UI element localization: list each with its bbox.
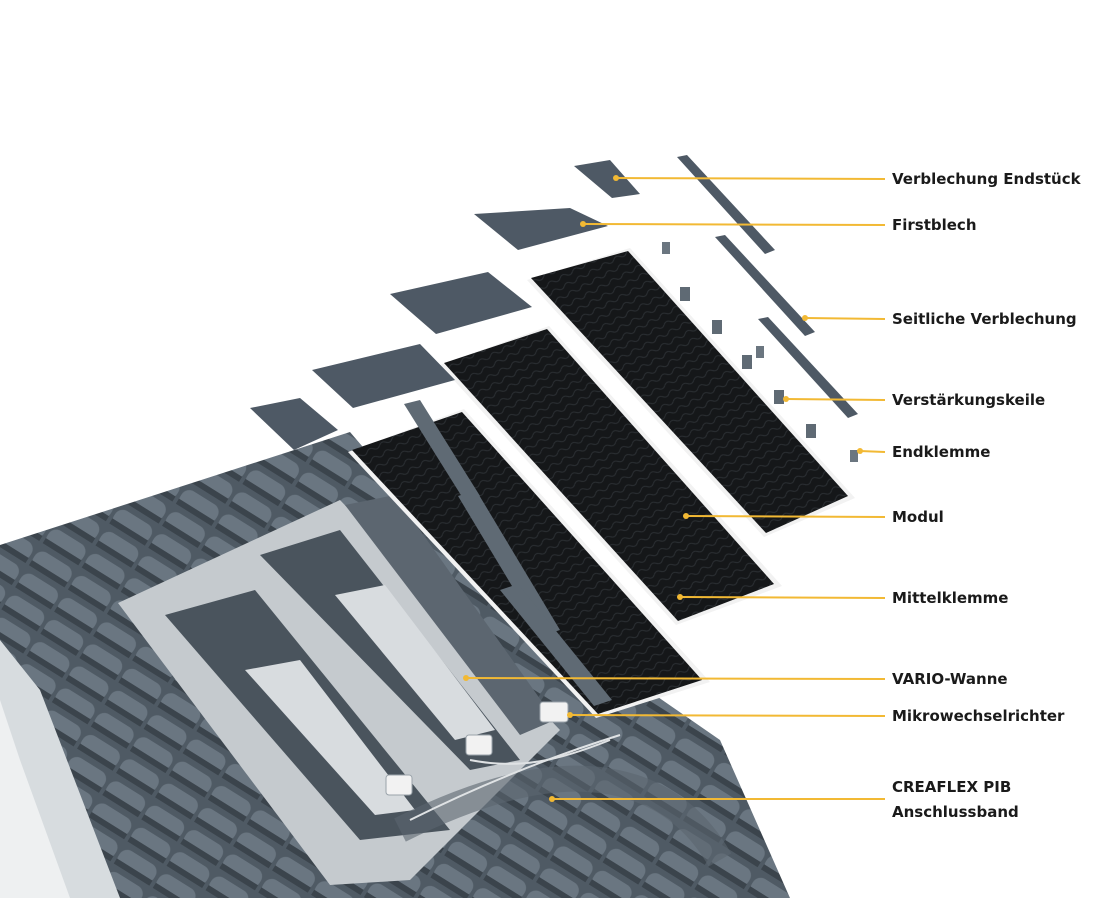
leader-lines (465, 177, 886, 800)
label-vario-wanne: VARIO-Wanne (892, 670, 1008, 688)
solar-modules (348, 248, 855, 718)
mikrowechselrichter (385, 701, 569, 796)
label-creaflex-pib: CREAFLEX PIB (892, 778, 1012, 796)
label-verstaerkungskeile: Verstärkungskeile (892, 391, 1046, 409)
label-verblechung-endstueck: Verblechung Endstück (892, 170, 1081, 188)
creaflex-anschlussband (394, 734, 732, 867)
label-mikrowechselrichter: Mikrowechselrichter (892, 707, 1065, 725)
endklemme (662, 242, 858, 462)
label-modul: Modul (892, 508, 944, 526)
verblechung-endstueck (574, 160, 640, 198)
vario-wanne (118, 495, 560, 885)
label-mittelklemme: Mittelklemme (892, 589, 1009, 607)
label-seitliche-verblechung: Seitliche Verblechung (892, 310, 1077, 328)
label-anschlussband: Anschlussband (892, 803, 1019, 821)
leader-dots (463, 175, 863, 802)
firstblech (250, 208, 608, 450)
mittelklemme-rails (404, 400, 612, 706)
label-firstblech: Firstblech (892, 216, 977, 234)
verstaerkungskeile (680, 287, 816, 438)
label-endklemme: Endklemme (892, 443, 991, 461)
seitliche-verblechung (677, 155, 858, 418)
